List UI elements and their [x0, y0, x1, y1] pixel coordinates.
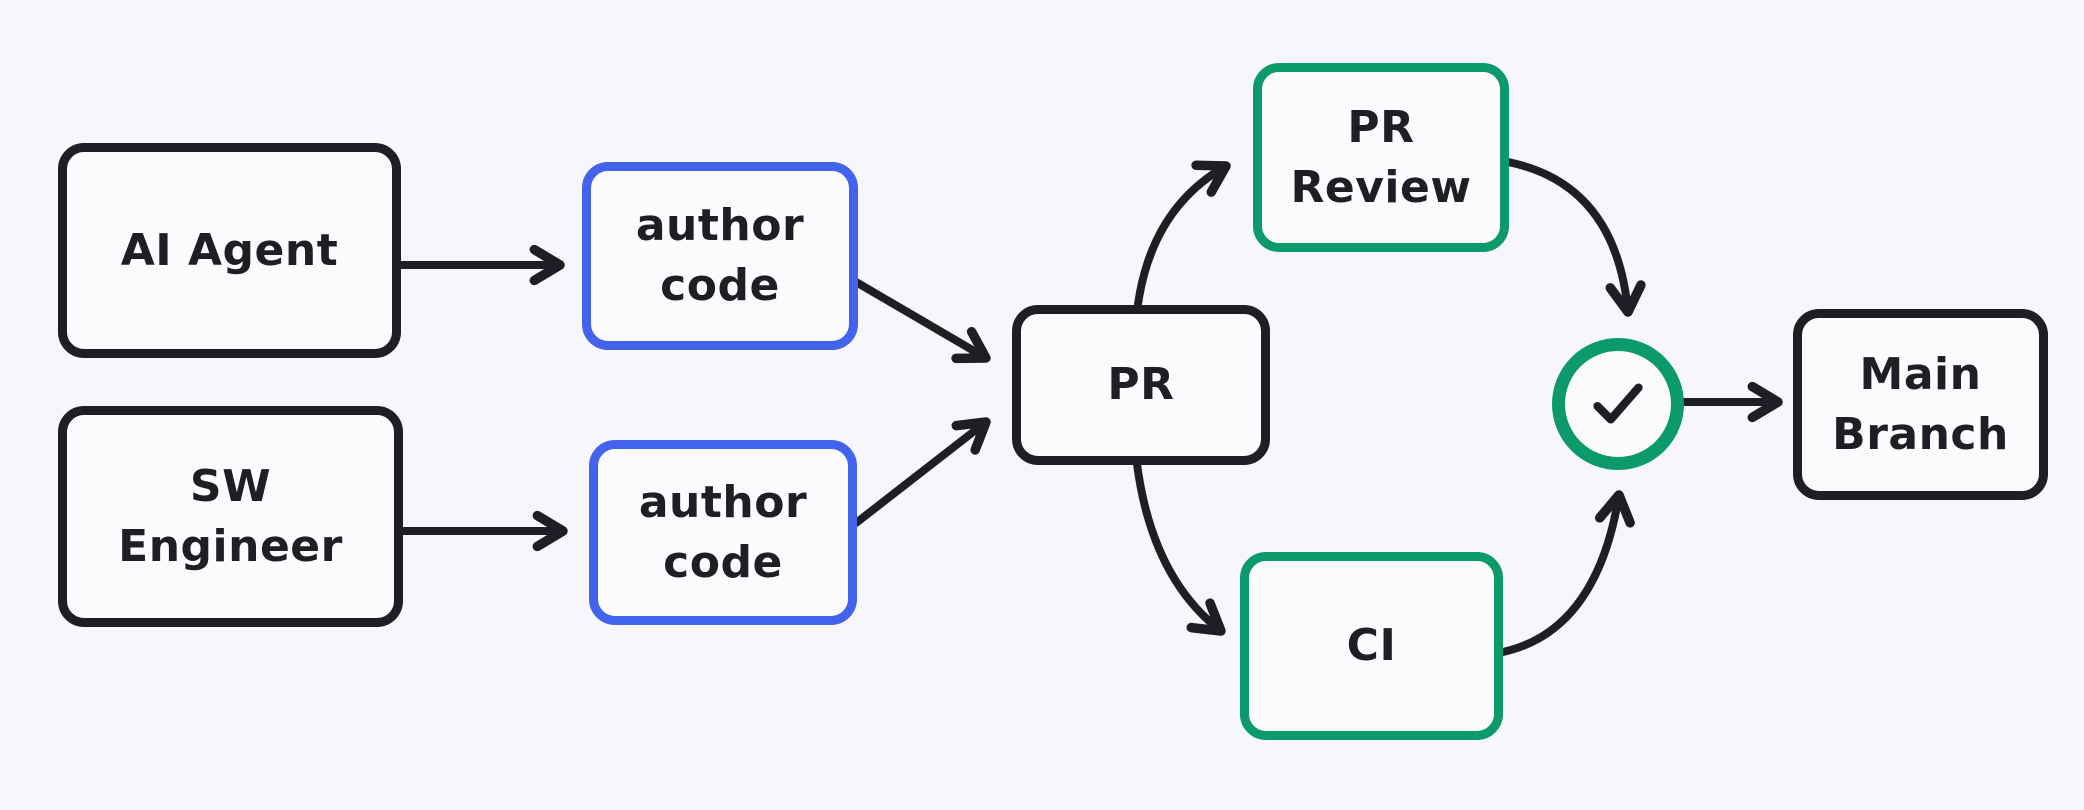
node-ai-agent[interactable]: AI Agent — [58, 143, 401, 358]
node-pr-label: PR — [1107, 359, 1175, 410]
node-main-branch-label-line1: Main — [1859, 348, 1982, 400]
node-main-branch-label-line2: Branch — [1832, 408, 2009, 460]
node-pr[interactable]: PR — [1012, 305, 1270, 465]
node-author-code-bottom-label-line1: author — [638, 476, 808, 528]
node-pr-review[interactable]: PR Review — [1253, 63, 1509, 252]
node-pr-review-label-line1: PR — [1347, 101, 1415, 153]
node-pr-review-label-line2: Review — [1290, 161, 1472, 213]
node-author-code-top[interactable]: author code — [582, 162, 858, 350]
node-ai-agent-label: AI Agent — [120, 224, 339, 276]
node-sw-engineer[interactable]: SW Engineer — [58, 406, 403, 627]
edge-author-code-top-to-pr[interactable] — [852, 278, 991, 364]
node-author-code-top-label-line2: code — [660, 260, 780, 311]
node-author-code-bottom[interactable]: author code — [589, 440, 857, 625]
check-icon — [1593, 383, 1643, 424]
node-author-code-top-label-line1: author — [635, 200, 805, 251]
node-ci-label: CI — [1346, 620, 1397, 671]
edge-pr-to-pr-review[interactable] — [1134, 160, 1231, 308]
edge-ci-to-check[interactable] — [1499, 490, 1635, 656]
edge-author-code-bottom-to-pr[interactable] — [852, 417, 991, 527]
node-ci[interactable]: CI — [1240, 552, 1503, 740]
node-main-branch[interactable]: Main Branch — [1793, 309, 2048, 500]
node-sw-engineer-label-line1: SW — [189, 460, 272, 512]
edge-pr-to-ci[interactable] — [1133, 460, 1226, 636]
edge-pr-review-to-check[interactable] — [1504, 158, 1646, 317]
node-sw-engineer-label-line2: Engineer — [118, 520, 343, 572]
node-author-code-bottom-label-line2: code — [663, 536, 783, 588]
node-approval-check-circle[interactable] — [1552, 338, 1684, 470]
